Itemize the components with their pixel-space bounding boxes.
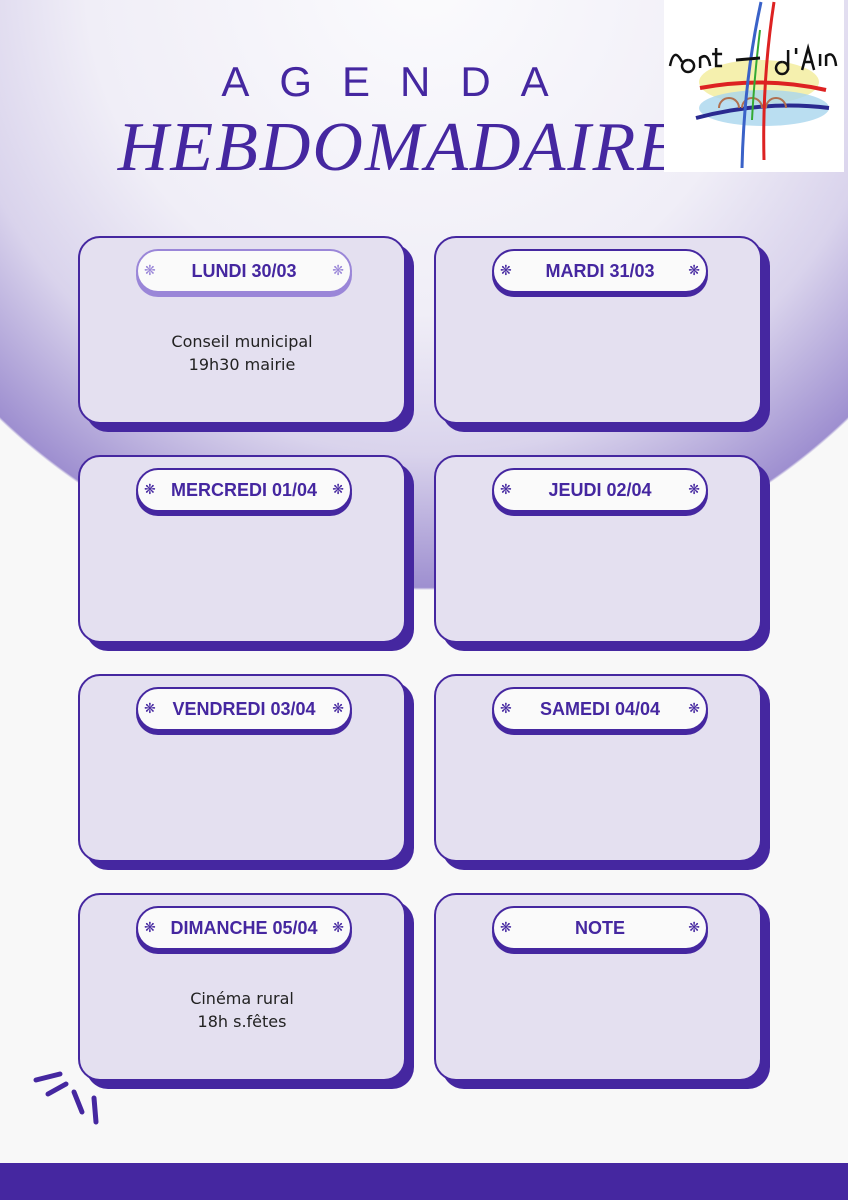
flower-icon: ❋: [144, 701, 156, 717]
day-card-jeudi: ❋ JEUDI 02/04 ❋: [434, 455, 762, 643]
flower-icon: ❋: [688, 701, 700, 717]
event-line: Conseil municipal: [171, 332, 313, 351]
footer-bar: [0, 1163, 848, 1200]
flower-icon: ❋: [500, 263, 512, 279]
pont-dain-logo: [664, 0, 844, 172]
event-line: 19h30 mairie: [188, 355, 296, 374]
flower-icon: ❋: [500, 482, 512, 498]
flower-icon: ❋: [500, 701, 512, 717]
sparkle-lines-decoration: [33, 1071, 99, 1125]
day-card-vendredi: ❋ VENDREDI 03/04 ❋: [78, 674, 406, 862]
note-label: NOTE: [574, 917, 625, 938]
day-label-pill: ❋ VENDREDI 03/04 ❋: [136, 687, 352, 731]
flower-icon: ❋: [688, 263, 700, 279]
day-label: MARDI 31/03: [545, 260, 655, 281]
day-label: MERCREDI 01/04: [170, 479, 318, 500]
day-label-pill: ❋ MARDI 31/03 ❋: [492, 249, 708, 293]
flower-icon: ❋: [688, 920, 700, 936]
day-label-pill: ❋ JEUDI 02/04 ❋: [492, 468, 708, 512]
day-label-pill: ❋ MERCREDI 01/04 ❋: [136, 468, 352, 512]
note-label-pill: ❋ NOTE ❋: [492, 906, 708, 950]
flower-icon: ❋: [144, 482, 156, 498]
day-label: SAMEDI 04/04: [539, 698, 661, 719]
day-card-mercredi: ❋ MERCREDI 01/04 ❋: [78, 455, 406, 643]
day-card-samedi: ❋ SAMEDI 04/04 ❋: [434, 674, 762, 862]
day-card-dimanche: ❋ DIMANCHE 05/04 ❋ Cinéma rural 18h s.fêtes: [78, 893, 406, 1081]
note-card: ❋ NOTE ❋: [434, 893, 762, 1081]
day-label-pill: ❋ LUNDI 30/03 ❋: [136, 249, 352, 293]
flower-icon: ❋: [500, 920, 512, 936]
day-label-pill: ❋ DIMANCHE 05/04 ❋: [136, 906, 352, 950]
flower-icon: ❋: [332, 482, 344, 498]
title-hebdomadaire: HEBDOMADAIRE: [117, 109, 683, 186]
day-events: Conseil municipal 19h30 mairie: [80, 330, 404, 376]
flower-icon: ❋: [332, 701, 344, 717]
day-label: VENDREDI 03/04: [172, 698, 316, 719]
flower-icon: ❋: [332, 263, 344, 279]
event-line: Cinéma rural: [190, 989, 294, 1008]
day-card-lundi: ❋ LUNDI 30/03 ❋ Conseil municipal 19h30 mai…: [78, 236, 406, 424]
day-label-pill: ❋ SAMEDI 04/04 ❋: [492, 687, 708, 731]
day-card-mardi: ❋ MARDI 31/03 ❋: [434, 236, 762, 424]
day-label: JEUDI 02/04: [548, 479, 652, 500]
flower-icon: ❋: [144, 920, 156, 936]
event-line: 18h s.fêtes: [197, 1012, 287, 1031]
flower-icon: ❋: [144, 263, 156, 279]
flower-icon: ❋: [688, 482, 700, 498]
day-label: LUNDI 30/03: [191, 260, 297, 281]
day-events: Cinéma rural 18h s.fêtes: [80, 987, 404, 1033]
title-agenda: AGENDA: [221, 58, 579, 105]
day-label: DIMANCHE 05/04: [170, 917, 318, 938]
flower-icon: ❋: [332, 920, 344, 936]
